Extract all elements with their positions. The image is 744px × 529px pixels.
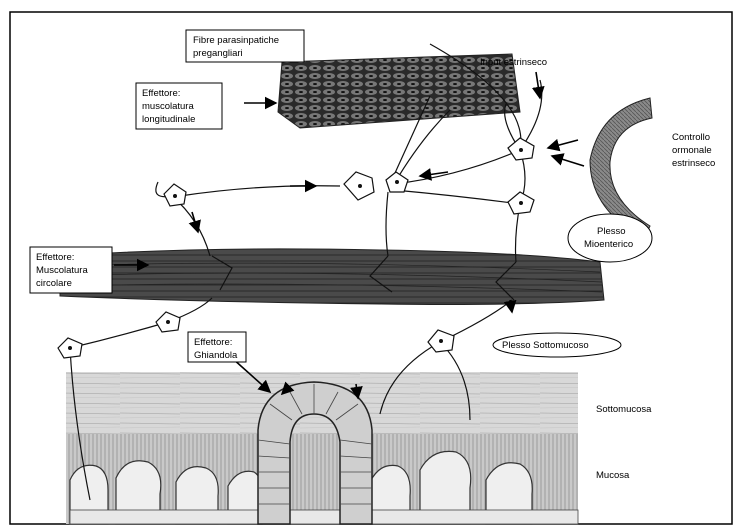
- eff-circ-line3: circolare: [36, 278, 72, 289]
- input-label: Input estrinseco: [480, 57, 547, 68]
- myenteric-ellipse: [568, 214, 652, 262]
- myenteric-line1: Plesso: [597, 226, 626, 237]
- eff-circ-line2: Muscolatura: [36, 265, 88, 276]
- mucosa-label: Mucosa: [596, 470, 630, 481]
- hormonal-line2: ormonale: [672, 145, 712, 156]
- submucosa-label: Sottomucosa: [596, 404, 652, 415]
- fibre-label-line2: pregangliari: [193, 48, 243, 59]
- myenteric-line2: Mioenterico: [584, 239, 633, 250]
- submucosal-label: Plesso Sottomucoso: [502, 340, 589, 351]
- circular-muscle-band: [60, 249, 604, 305]
- eff-gland-line1: Effettore:: [194, 337, 232, 348]
- fibre-label-line1: Fibre parasinpatiche: [193, 35, 279, 46]
- eff-long-line2: muscolatura: [142, 101, 194, 112]
- eff-circ-line1: Effettore:: [36, 252, 74, 263]
- eff-gland-line2: Ghiandola: [194, 350, 238, 361]
- eff-long-line3: longitudinale: [142, 114, 195, 125]
- hormonal-line3: estrinseco: [672, 158, 715, 169]
- mucosa-cell-row: [70, 510, 578, 524]
- eff-long-line1: Effettore:: [142, 88, 180, 99]
- hormonal-line1: Controllo: [672, 132, 710, 143]
- neurons: [58, 138, 534, 358]
